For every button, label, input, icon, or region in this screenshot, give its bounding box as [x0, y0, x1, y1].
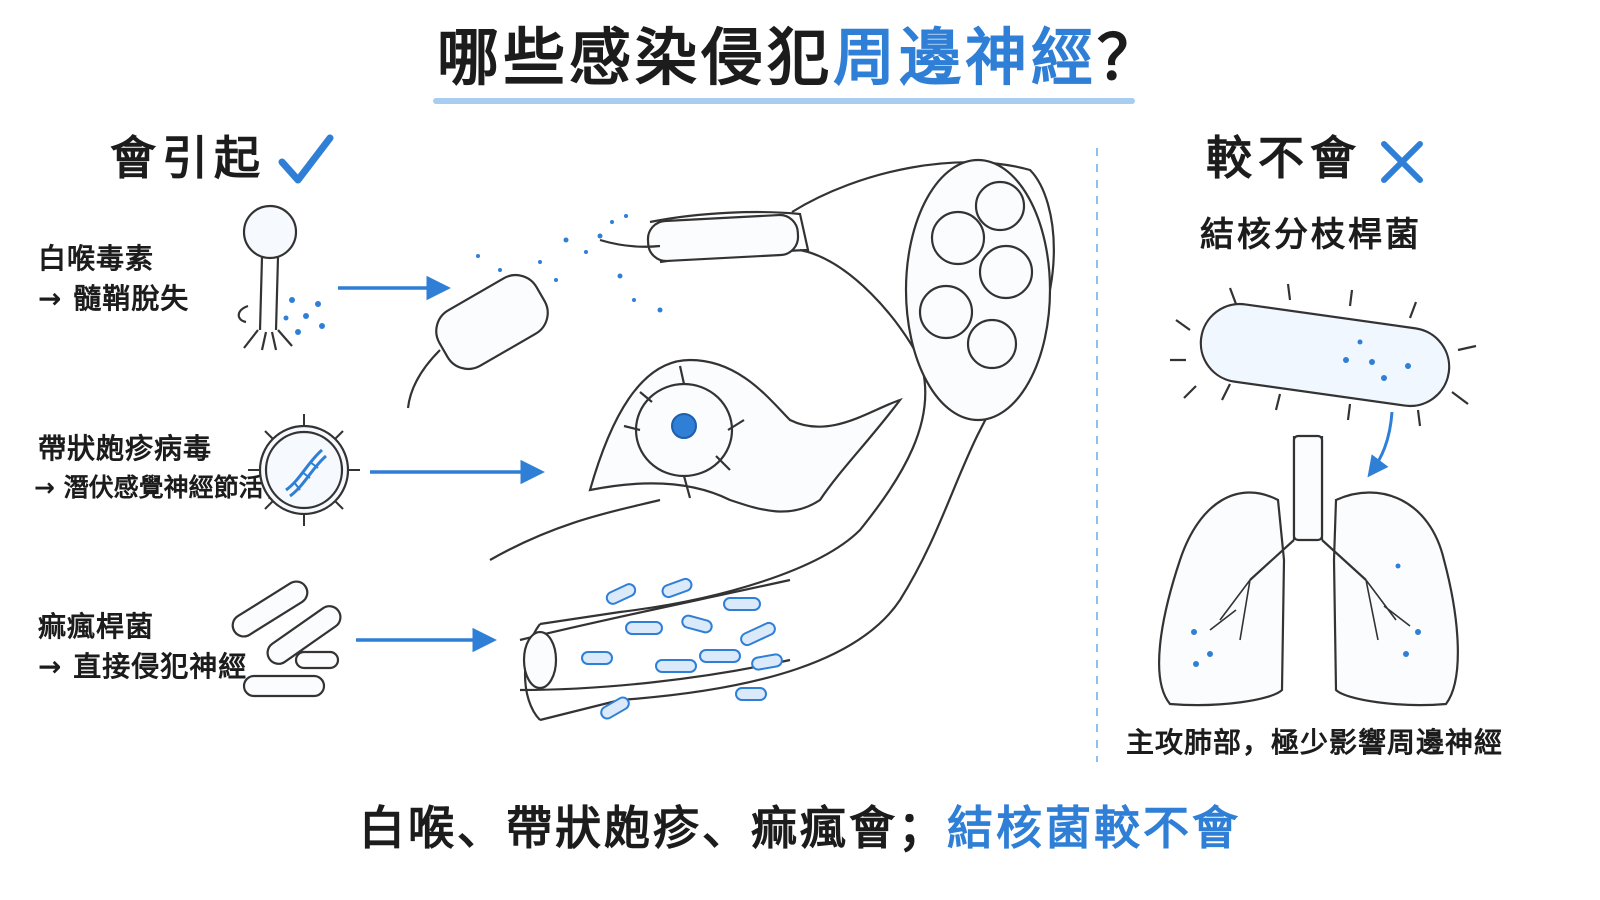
arrow-tb-to-lungs — [1367, 411, 1394, 478]
title-tail: ？ — [1097, 21, 1164, 94]
right-heading: 較不會 — [1206, 131, 1362, 185]
bottom-highlight: 結核菌較不會 — [947, 801, 1241, 855]
title-main: 哪些感染侵犯 — [436, 21, 833, 94]
tb-dots — [1343, 339, 1411, 381]
check-icon — [278, 134, 334, 184]
bacilli-in-nerve — [581, 577, 783, 720]
tb-note: 主攻肺部，極少影響周邊神經 — [1126, 726, 1504, 759]
page-title: 哪些感染侵犯周邊神經？ — [0, 18, 1600, 98]
bottom-summary: 白喉、帶狀皰疹、痲瘋會；結核菌較不會 — [0, 796, 1600, 860]
bottom-main: 白喉、帶狀皰疹、痲瘋會； — [359, 801, 947, 855]
neuron-nucleus — [671, 413, 697, 439]
cross-icon — [1381, 141, 1423, 183]
item-diphtheria-name: 白喉毒素 — [38, 242, 155, 275]
diphtheria-toxin-icon — [237, 204, 298, 351]
tb-organism: 結核分枝桿菌 — [1200, 215, 1422, 255]
lungs-icon — [1157, 434, 1459, 707]
nerve-illustration — [406, 158, 1055, 722]
toxin-particles — [283, 297, 325, 335]
left-heading: 會引起 — [110, 131, 266, 185]
item-herpes-name: 帶狀皰疹病毒 — [38, 432, 213, 465]
tb-bacillus-icon — [1170, 283, 1477, 427]
item-herpes-effect: → 潛伏感覺神經節活化 — [34, 473, 289, 502]
title-highlight: 周邊神經 — [832, 21, 1097, 94]
lung-bacilli — [1191, 563, 1421, 667]
item-diphtheria-effect: → 髓鞘脫失 — [38, 282, 190, 315]
title-underline — [433, 98, 1135, 104]
item-leprosy-effect: → 直接侵犯神經 — [38, 650, 248, 683]
myelin-fragments — [476, 214, 663, 313]
item-leprosy-name: 痲瘋桿菌 — [38, 610, 155, 643]
